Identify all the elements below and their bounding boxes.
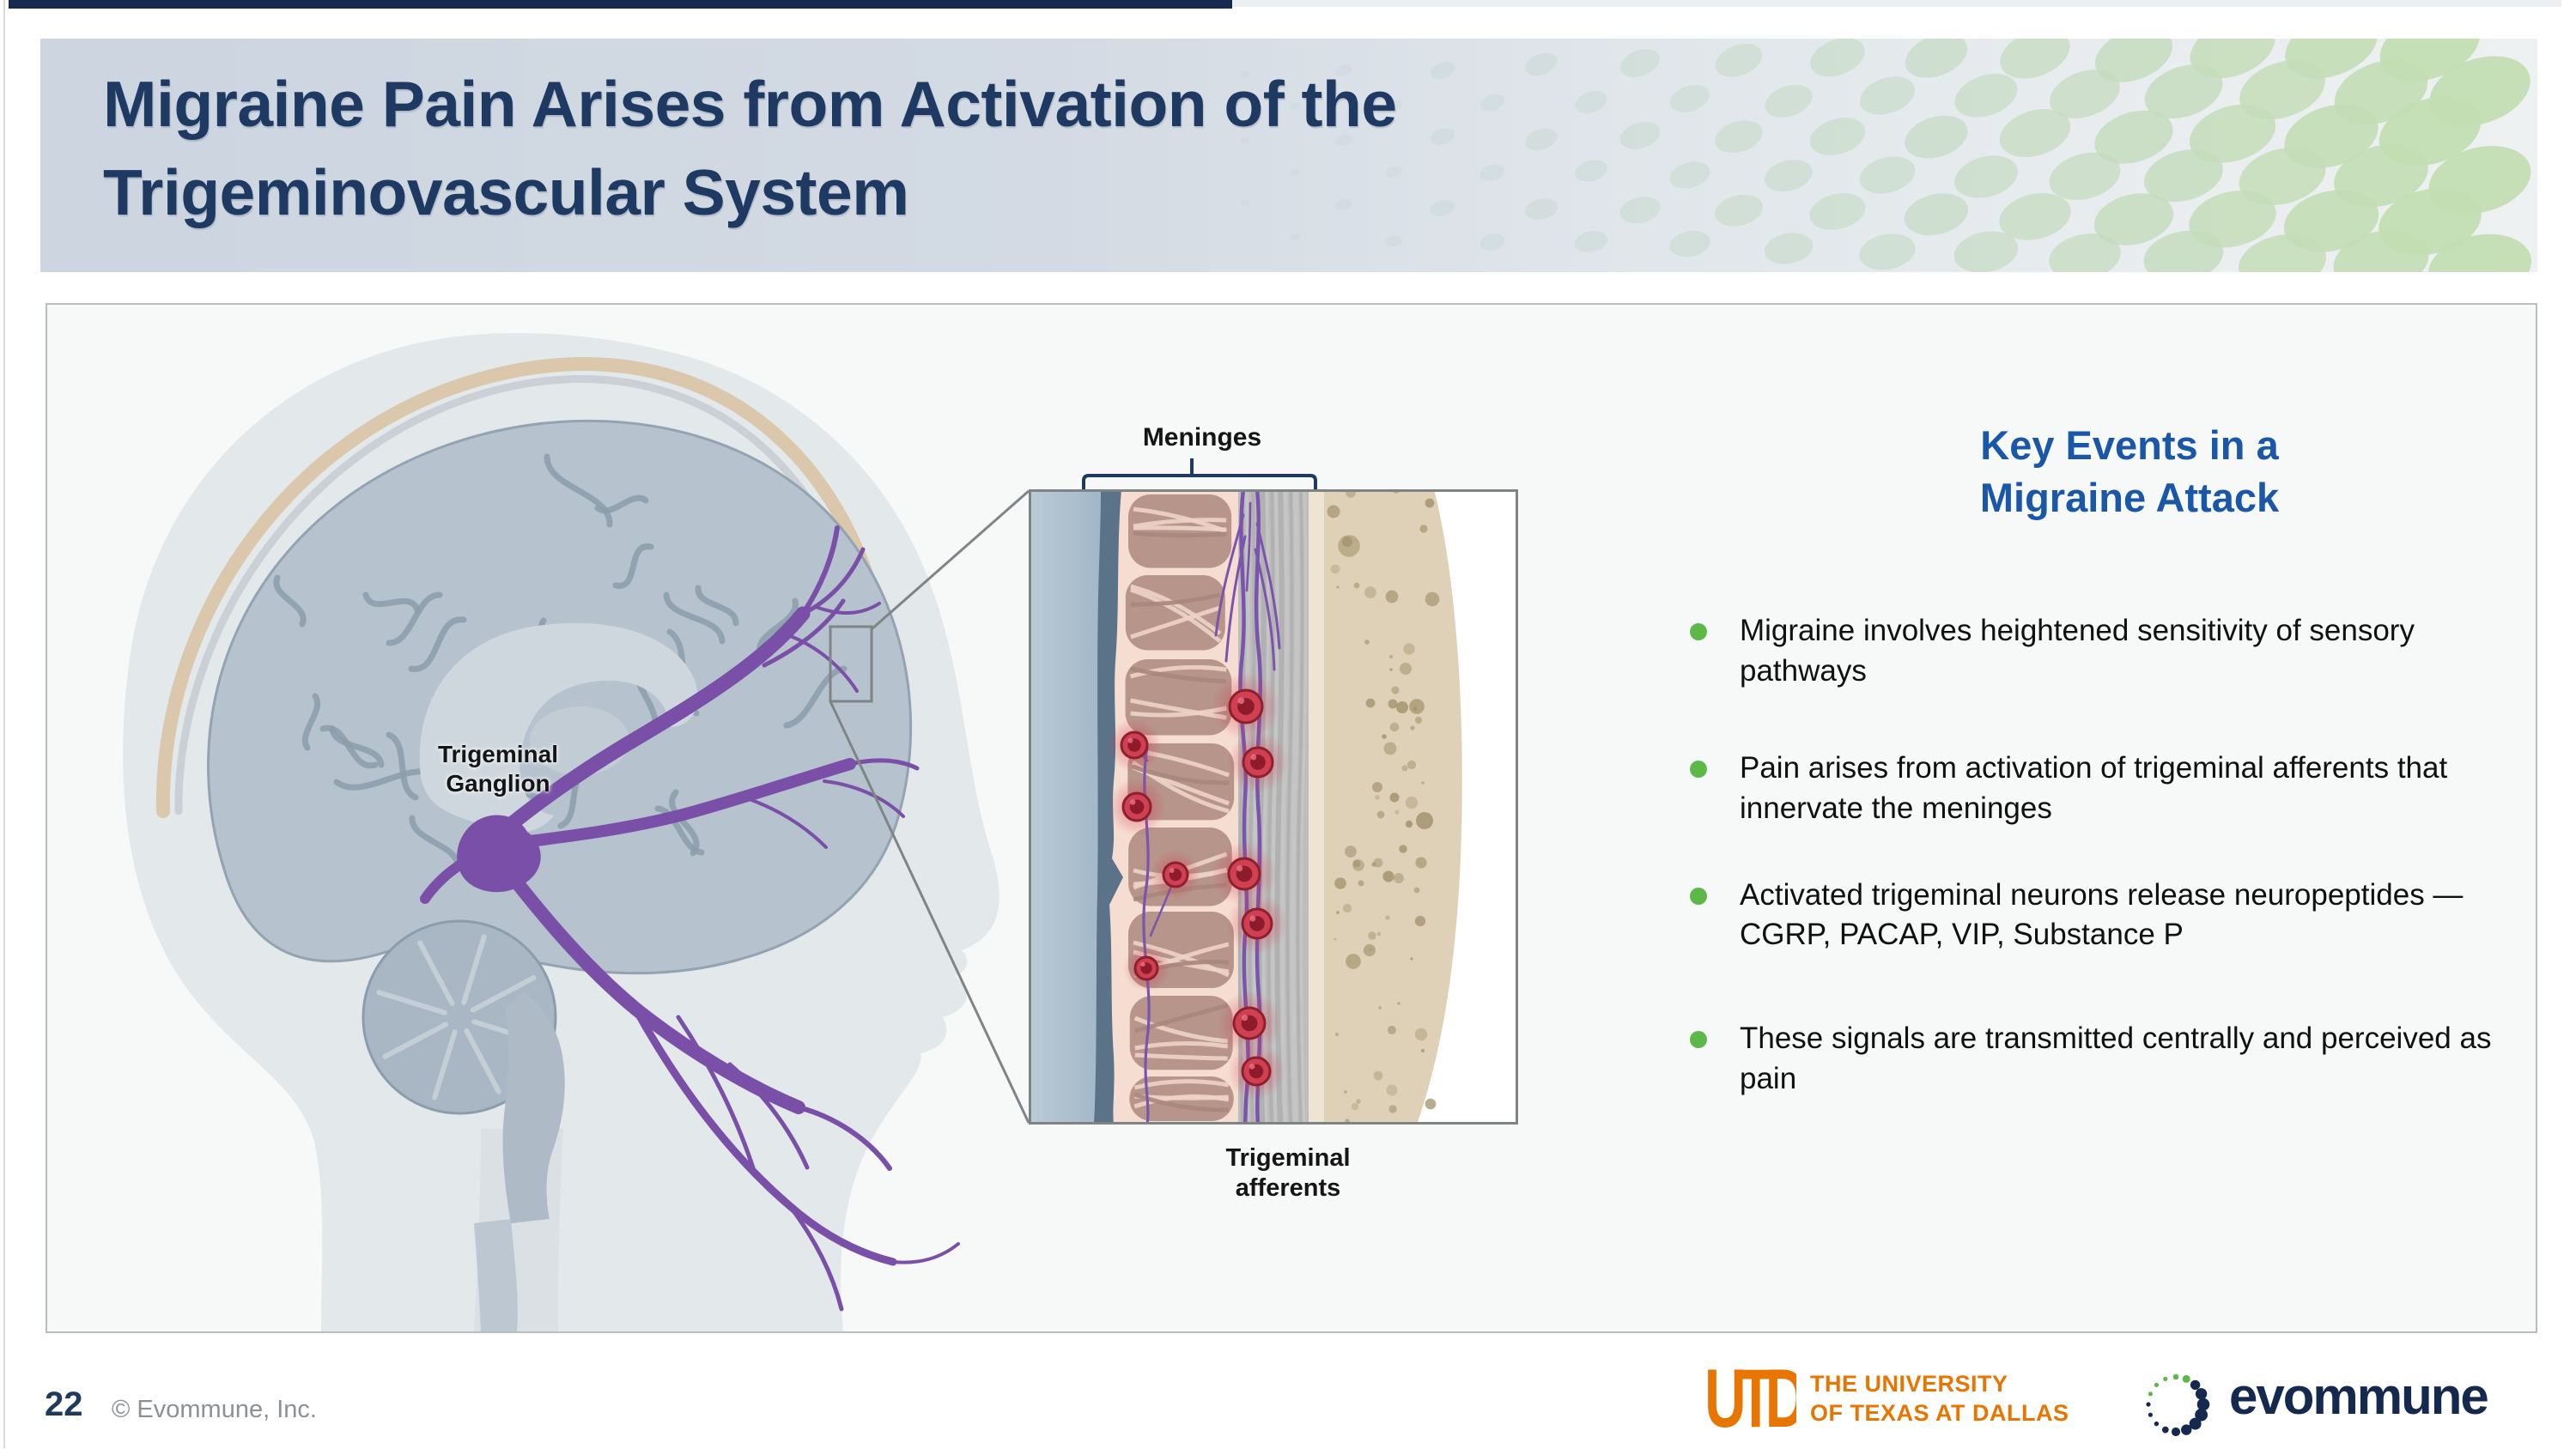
bullet-dot-icon xyxy=(1690,623,1707,640)
utd-name-text: THE UNIVERSITY OF TEXAS AT DALLAS xyxy=(1810,1371,2069,1426)
utd-logo-icon: UTD xyxy=(1707,1356,1796,1446)
bone-speckles xyxy=(1327,489,1440,1124)
bullet-item: Migraine involves heightened sensitivity… xyxy=(1685,611,2509,692)
blood-vessels xyxy=(1107,672,1289,1100)
top-accent-bar-navy xyxy=(9,0,1232,9)
slide-edge-line xyxy=(3,0,5,1448)
trigeminal-ganglion-knot xyxy=(457,815,541,893)
copyright-text: © Evommune, Inc. xyxy=(112,1396,317,1423)
inset-border xyxy=(1029,489,1518,1125)
bullet-item: Activated trigeminal neurons release neu… xyxy=(1685,876,2509,956)
bullet-text: Migraine involves heightened sensitivity… xyxy=(1740,614,2415,688)
key-events-heading-line2: Migraine Attack xyxy=(1979,475,2280,521)
bullet-text: These signals are transmitted centrally … xyxy=(1740,1022,2492,1096)
trigeminal-nerve-branches xyxy=(420,525,960,1312)
key-events-heading-line1: Key Events in a xyxy=(1980,422,2279,468)
utd-monogram-text: UTD xyxy=(1707,1356,1796,1445)
skull-bone-layer xyxy=(1309,489,1462,1125)
evommune-logo-icon xyxy=(2146,1373,2210,1437)
trigeminal-ganglion-label: Trigeminal Ganglion xyxy=(437,741,559,797)
page-title-line1: Migraine Pain Arises from Activation of … xyxy=(103,68,1397,140)
trigeminal-afferents-label: Trigeminal afferents xyxy=(1225,1144,1351,1203)
bullet-item: These signals are transmitted centrally … xyxy=(1685,1019,2509,1100)
meninges-bracket xyxy=(1082,458,1317,489)
evommune-wordmark: evommune xyxy=(2229,1367,2489,1425)
meninges-label: Meninges xyxy=(1142,423,1262,452)
dot-pattern-decoration xyxy=(1240,39,2532,272)
bullet-dot-icon xyxy=(1690,1031,1707,1049)
key-events-bullet-list: Migraine involves heightened sensitivity… xyxy=(1685,611,2509,1100)
page-title-line2: Trigeminovascular System xyxy=(103,155,909,228)
csf-layer xyxy=(1029,489,1108,1125)
key-events-heading: Key Events in a Migraine Attack xyxy=(1760,419,2499,524)
corpus-callosum xyxy=(419,622,698,833)
meninges-inset-diagram xyxy=(1029,489,1518,1125)
brain-head-illustration xyxy=(123,333,999,1331)
page-number: 22 xyxy=(45,1385,83,1423)
header-band xyxy=(40,39,2537,272)
bullet-text: Pain arises from activation of trigemina… xyxy=(1740,750,2448,825)
page-title: Migraine Pain Arises from Activation of … xyxy=(103,60,1906,237)
bullet-item: Pain arises from activation of trigemina… xyxy=(1685,749,2509,829)
bullet-dot-icon xyxy=(1690,887,1707,905)
brainstem xyxy=(474,991,565,1331)
bullet-dot-icon xyxy=(1690,760,1707,778)
bullet-text: Activated trigeminal neurons release neu… xyxy=(1740,877,2464,952)
top-accent-bar-light xyxy=(1232,0,2561,7)
cerebellum xyxy=(361,919,557,1115)
